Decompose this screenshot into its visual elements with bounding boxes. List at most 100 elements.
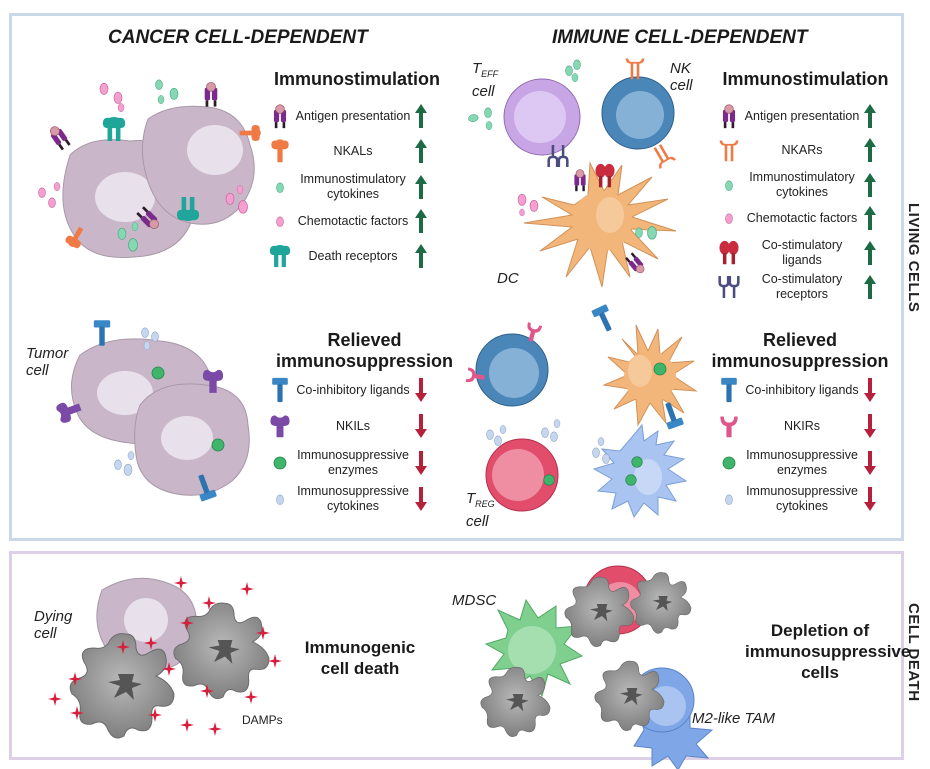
cancer-cells-immunostim-illustration bbox=[38, 79, 261, 259]
teff-label-main: T bbox=[472, 60, 482, 77]
arrow-down-icon bbox=[864, 378, 876, 402]
chemotactic-pink-icon bbox=[725, 213, 733, 224]
arrow-up-icon bbox=[415, 209, 427, 233]
legend-row: Antigen presentation bbox=[268, 102, 428, 130]
costim-ligand-icon bbox=[719, 240, 739, 265]
arrow-up-icon bbox=[864, 173, 876, 197]
cancer-cells-relieved-illustration bbox=[55, 320, 250, 502]
mdsc-label: MDSC bbox=[452, 592, 497, 609]
teff-label-sub: EFF bbox=[481, 69, 499, 79]
legend-label: NKARs bbox=[781, 142, 823, 157]
costim-receptor-icon bbox=[718, 274, 740, 300]
legend-row: Co-inhibitory ligands bbox=[268, 376, 428, 404]
legend-label: Co-stimulatory receptors bbox=[761, 272, 843, 301]
nkar-icon bbox=[719, 140, 739, 162]
legend-label: Immunosuppressive cytokines bbox=[297, 484, 409, 513]
legend-row: Immunosuppressive enzymes bbox=[717, 448, 877, 478]
legend-row: NKILs bbox=[268, 412, 428, 440]
legend-label: Co-inhibitory ligands bbox=[745, 382, 859, 397]
legend-row: Co-stimulatory ligands bbox=[717, 238, 877, 268]
nkir-icon bbox=[720, 416, 738, 438]
tumor-cell-label: Tumor cell bbox=[26, 345, 69, 379]
legend-label: NKILs bbox=[335, 418, 371, 433]
living-cells-panel bbox=[9, 13, 904, 541]
arrow-down-icon bbox=[415, 414, 427, 438]
arrow-up-icon bbox=[864, 138, 876, 162]
death-receptor-icon bbox=[269, 245, 291, 267]
legend-row: Immunostimulatory cytokines bbox=[268, 172, 428, 202]
arrow-down-icon bbox=[415, 378, 427, 402]
legend-row: NKARs bbox=[717, 136, 877, 164]
legend-label: NKIRs bbox=[783, 418, 821, 433]
legend-label: Immunostimulatory cytokines bbox=[749, 170, 855, 199]
m2-like-tam-label: M2-like TAM bbox=[692, 710, 776, 727]
immunogenic-cell-death-illustration bbox=[48, 576, 282, 739]
living-cells-side-label: LIVING CELLS bbox=[905, 203, 922, 313]
teff-label-cell: cell bbox=[472, 83, 495, 100]
legend-label: Immunosuppressive cytokines bbox=[746, 484, 858, 513]
depletion-title: Depletion of immunosuppressive cells bbox=[745, 621, 911, 682]
legend-label: Death receptors bbox=[308, 248, 398, 263]
legend-row: Immunosuppressive cytokines bbox=[717, 484, 877, 514]
arrow-up-icon bbox=[864, 104, 876, 128]
legend-label: Chemotactic factors bbox=[297, 213, 409, 228]
treg-label-main: T bbox=[466, 490, 476, 507]
legend-label: Antigen presentation bbox=[295, 108, 411, 123]
legend-row: NKALs bbox=[268, 137, 428, 165]
cytokine-teal-icon bbox=[276, 182, 284, 193]
cancer-relieved-title: Relieved immunosuppression bbox=[262, 330, 467, 372]
teff-cell-label: TEFF cell bbox=[472, 60, 498, 100]
legend-row: Co-stimulatory receptors bbox=[717, 272, 877, 302]
legend-row: Antigen presentation bbox=[717, 102, 877, 130]
coinhibitory-ligand-icon bbox=[272, 377, 288, 403]
arrow-up-icon bbox=[415, 139, 427, 163]
legend-label: Immunosuppressive enzymes bbox=[297, 448, 409, 477]
arrow-down-icon bbox=[415, 451, 427, 475]
cytokine-blue-icon bbox=[276, 494, 284, 505]
cancer-relieved-title-line1: Relieved bbox=[327, 330, 402, 350]
enzyme-green-icon bbox=[273, 456, 287, 470]
arrow-up-icon bbox=[864, 206, 876, 230]
legend-row: Immunosuppressive enzymes bbox=[268, 448, 428, 478]
immunogenic-cell-death-title: Immunogenic cell death bbox=[304, 638, 416, 678]
immune-relieved-title-line2: immunosuppression bbox=[711, 351, 889, 371]
legend-label: NKALs bbox=[333, 143, 373, 158]
legend-label: Co-stimulatory ligands bbox=[761, 238, 843, 267]
enzyme-green-icon bbox=[722, 456, 736, 470]
immune-relieved-title: Relieved immunosuppression bbox=[700, 330, 900, 372]
immune-immunostimulation-title: Immunostimulation bbox=[722, 69, 889, 89]
legend-label: Antigen presentation bbox=[744, 108, 860, 123]
treg-label-sub: REG bbox=[475, 499, 495, 509]
arrow-up-icon bbox=[864, 241, 876, 265]
coinhibitory-ligand-icon bbox=[721, 377, 737, 403]
dc-cell bbox=[523, 161, 677, 288]
arrow-up-icon bbox=[415, 104, 427, 128]
damps-label: DAMPs bbox=[242, 713, 283, 727]
cancer-relieved-title-line2: immunosuppression bbox=[275, 351, 454, 371]
cancer-cell-dependent-title: CANCER CELL-DEPENDENT bbox=[108, 27, 368, 48]
legend-row: Co-inhibitory ligands bbox=[717, 376, 877, 404]
cell-death-side-label: CELL DEATH bbox=[905, 603, 922, 702]
legend-row: Immunosuppressive cytokines bbox=[268, 484, 428, 514]
mhc-antigen-icon bbox=[273, 104, 287, 129]
nkal-icon bbox=[271, 139, 289, 163]
legend-label: Chemotactic factors bbox=[746, 210, 858, 225]
mhc-antigen-icon bbox=[722, 104, 736, 129]
immunosuppressive-cell-depletion-illustration bbox=[480, 565, 714, 769]
arrow-down-icon bbox=[864, 487, 876, 511]
legend-label: Immunostimulatory cytokines bbox=[300, 172, 406, 201]
arrow-down-icon bbox=[864, 414, 876, 438]
nk-label-line2: cell bbox=[670, 77, 693, 94]
cancer-immunostimulation-title: Immunostimulation bbox=[274, 69, 440, 89]
immune-relieved-title-line1: Relieved bbox=[762, 330, 838, 350]
chemotactic-pink-icon bbox=[276, 216, 284, 227]
cell-death-panel bbox=[9, 551, 904, 760]
dying-cell-label: Dying cell bbox=[34, 608, 73, 642]
dc-label: DC bbox=[497, 270, 519, 287]
arrow-down-icon bbox=[415, 487, 427, 511]
arrow-down-icon bbox=[864, 451, 876, 475]
legend-row: Death receptors bbox=[268, 242, 428, 270]
arrow-up-icon bbox=[415, 244, 427, 268]
